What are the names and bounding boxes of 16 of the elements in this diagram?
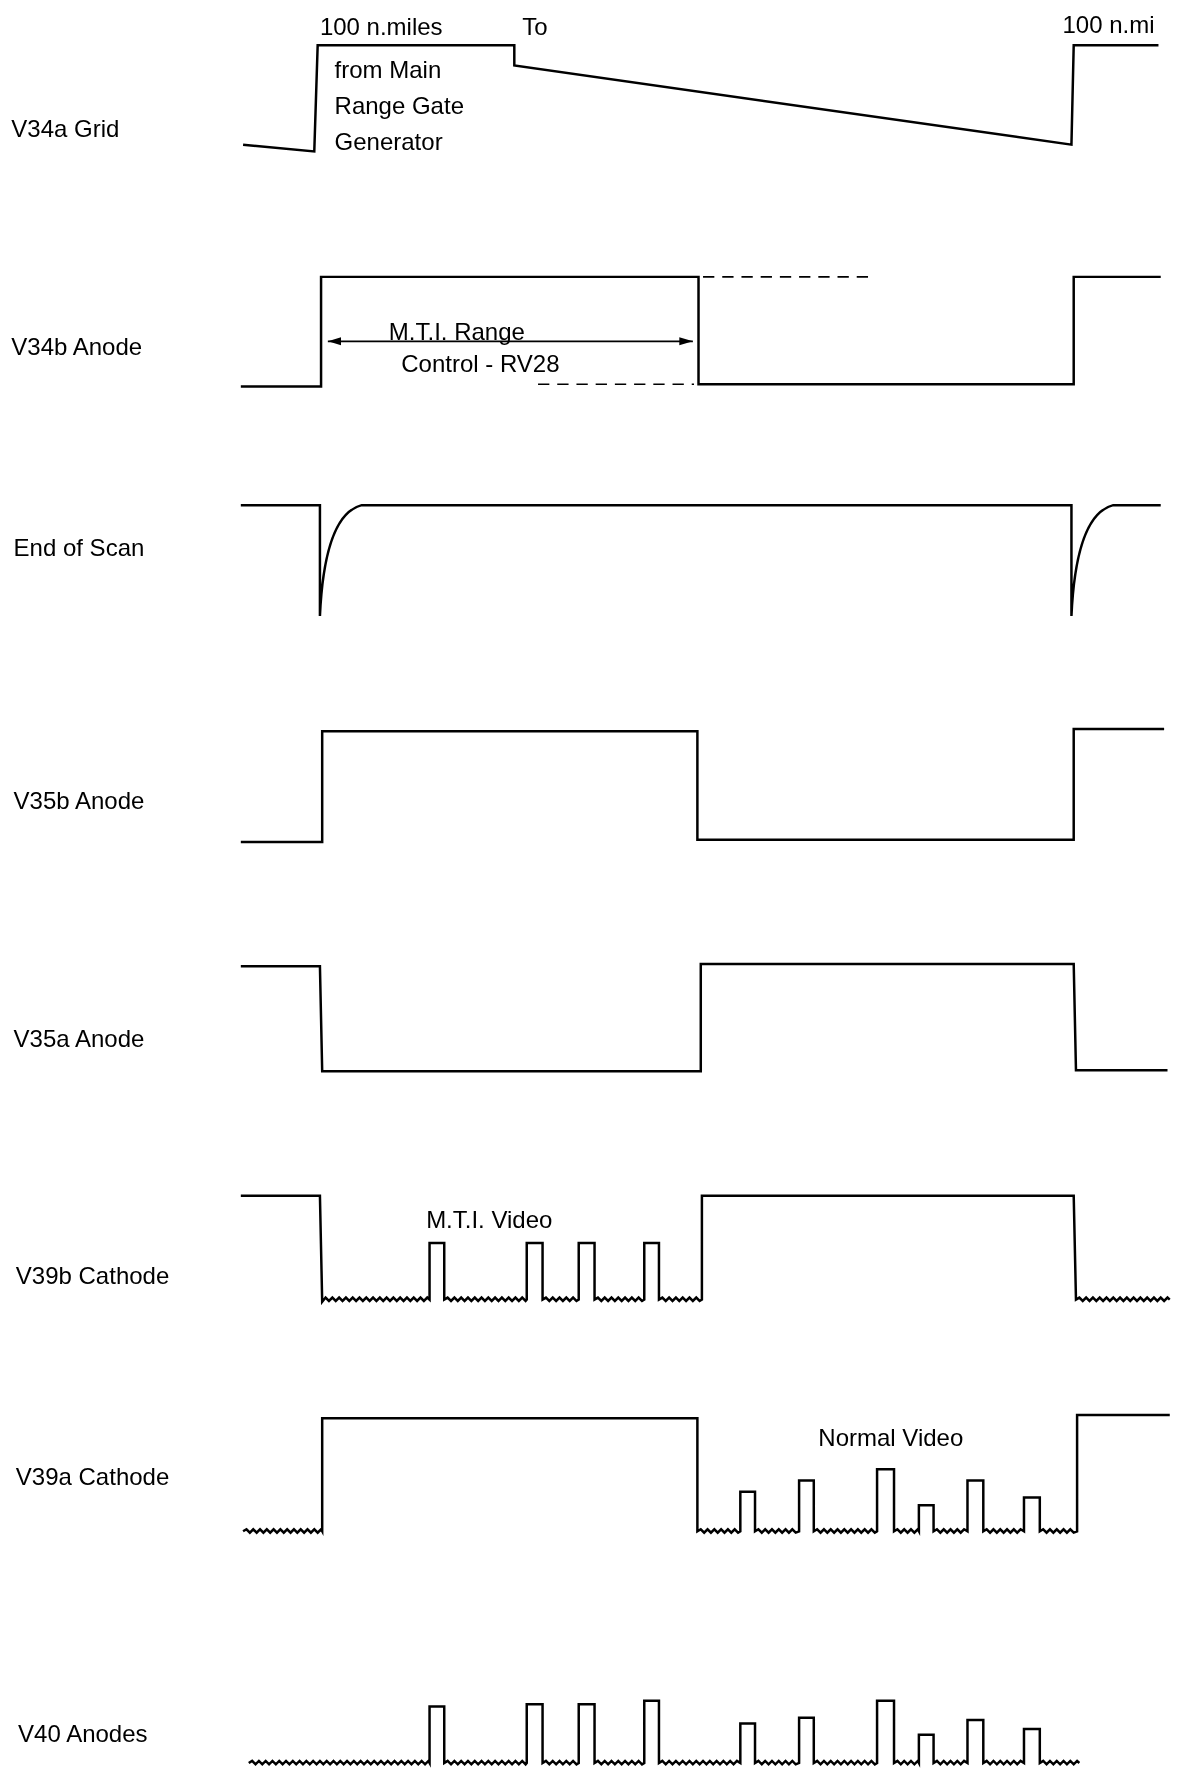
waveform-label: V39a Cathode xyxy=(15,1462,170,1493)
waveform-label: V40 Anodes xyxy=(18,1718,148,1749)
waveform-label: 100 n.mi xyxy=(1062,9,1155,40)
waveform-label: M.T.I. Range xyxy=(388,317,525,348)
waveform-label: End of Scan xyxy=(13,533,145,564)
waveform-label: Normal Video xyxy=(818,1422,964,1453)
waveform-label: To xyxy=(522,12,548,43)
waveform-label: V34a Grid xyxy=(11,113,120,144)
waveform-label: V35b Anode xyxy=(13,786,145,817)
waveform-label: 100 n.miles xyxy=(319,12,443,43)
waveform-label: Control - RV28 xyxy=(401,348,560,379)
waveform-label: V39b Cathode xyxy=(15,1261,170,1292)
waveform-label: from Main Range Gate Generator xyxy=(334,55,465,157)
waveform-label: V35a Anode xyxy=(13,1023,145,1054)
waveform-label: M.T.I. Video xyxy=(426,1204,553,1235)
waveform-label: V34b Anode xyxy=(11,331,143,362)
